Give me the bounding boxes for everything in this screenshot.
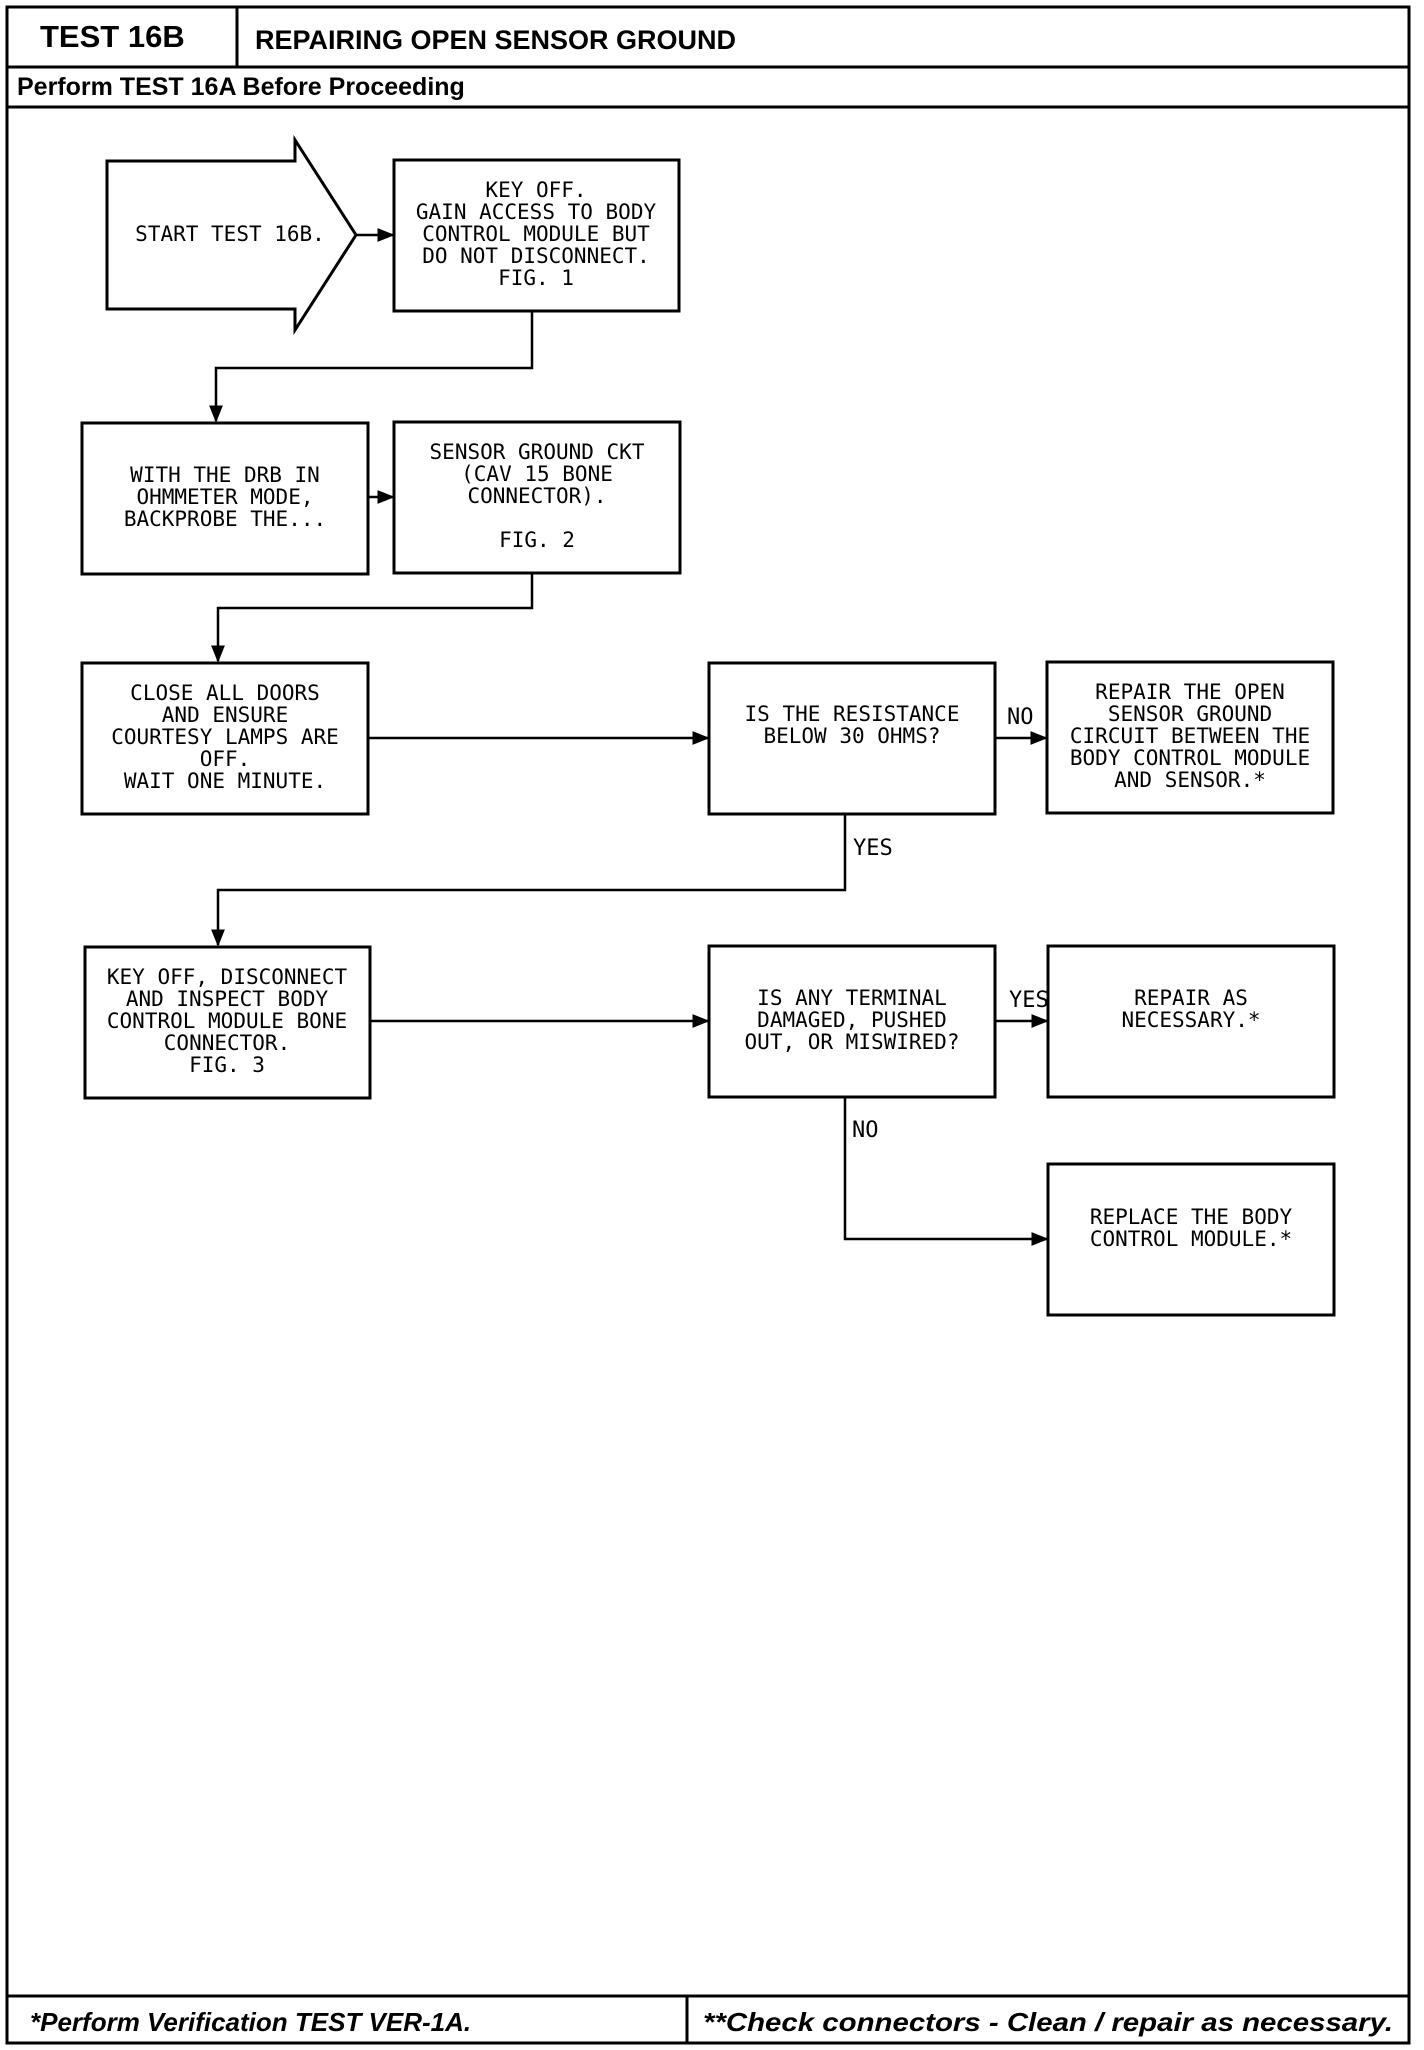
node-text-line: CLOSE ALL DOORS [130,681,320,705]
node-text-line: DO NOT DISCONNECT. [422,244,650,268]
node-text-line: KEY OFF, DISCONNECT [107,965,348,989]
node-text-line: DAMAGED, PUSHED [757,1008,947,1032]
test-id: TEST 16B [40,19,185,54]
node-key-off [392,158,681,313]
node-text-line: IS ANY TERMINAL [757,986,947,1010]
node-text-line: FIG. 3 [189,1053,265,1077]
start-arrow-shape [105,134,358,336]
node-text-line: FIG. 1 [498,266,574,290]
branch-label-yes: YES [853,836,893,861]
node-text-line: NECESSARY.* [1121,1008,1260,1032]
node-text-line: SENSOR GROUND CKT [430,440,645,464]
node-text-line: OFF. [200,747,251,771]
page-subtitle: Perform TEST 16A Before Proceeding [17,73,465,101]
node-with-drb [80,421,370,576]
node-text-line: (CAV 15 BONE [461,462,613,486]
node-text-line: GAIN ACCESS TO BODY [416,200,657,224]
branch-label-yes: YES [1009,988,1049,1013]
node-sensor-ground-ckt [392,420,682,575]
node-text-line: OHMMETER MODE, [136,485,313,509]
node-text-line: START TEST 16B. [135,222,325,246]
node-close-doors [80,661,370,816]
node-text-line: CONNECTOR). [467,484,606,508]
connector-keyoff-to-drb [209,311,534,423]
node-text-line: BODY CONTROL MODULE [1070,746,1310,770]
node-text-line: FIG. 2 [499,528,575,552]
decision-terminal [707,944,997,1099]
page-title: REPAIRING OPEN SENSOR GROUND [255,25,736,55]
node-text-line: BELOW 30 OHMS? [763,724,940,748]
node-repair-necessary [1046,944,1336,1099]
node-text-line: CIRCUIT BETWEEN THE [1070,724,1310,748]
node-text-line: REPAIR AS [1134,986,1248,1010]
page-border [5,5,1411,2045]
node-text-line: KEY OFF. [485,178,586,202]
node-text-line: SENSOR GROUND [1108,702,1272,726]
node-text-line: COURTESY LAMPS ARE [111,725,339,749]
node-text-line: REPLACE THE BODY [1090,1205,1293,1229]
branch-label-no: NO [1007,705,1034,730]
node-sensor-ground-ckt-text: SENSOR GROUND CKT(CAV 15 BONECONNECTOR).… [430,440,645,552]
node-repair-open [1045,660,1335,815]
node-text-line: OUT, OR MISWIRED? [745,1030,960,1054]
node-text-line: CONNECTOR. [164,1031,290,1055]
footer-right-note: **Check connectors - Clean / repair as n… [703,2007,1393,2037]
start-node-label: START TEST 16B. [135,222,325,246]
footer-left-note: *Perform Verification TEST VER-1A. [30,2007,471,2037]
node-text-line: BACKPROBE THE... [124,507,326,531]
node-key-off-inspect [83,945,372,1100]
node-text-line: CONTROL MODULE BUT [422,222,650,246]
node-text-line: CONTROL MODULE BONE [107,1009,347,1033]
node-text-line: AND INSPECT BODY [126,987,329,1011]
decision-resistance [707,661,997,816]
connector-sensor-to-close [211,573,534,663]
connector-resistance-yes [211,814,847,947]
node-text-line: AND ENSURE [162,703,288,727]
node-text-line: WITH THE DRB IN [130,463,320,487]
connector-terminal-no [843,1097,1049,1246]
node-text-line: CONTROL MODULE.* [1090,1227,1292,1251]
node-text-line: IS THE RESISTANCE [745,702,960,726]
node-replace-bcm [1046,1162,1336,1317]
node-text-line: REPAIR THE OPEN [1095,680,1285,704]
node-text-line: AND SENSOR.* [1114,768,1266,792]
branch-label-no: NO [852,1118,879,1143]
node-text-line: WAIT ONE MINUTE. [124,769,326,793]
